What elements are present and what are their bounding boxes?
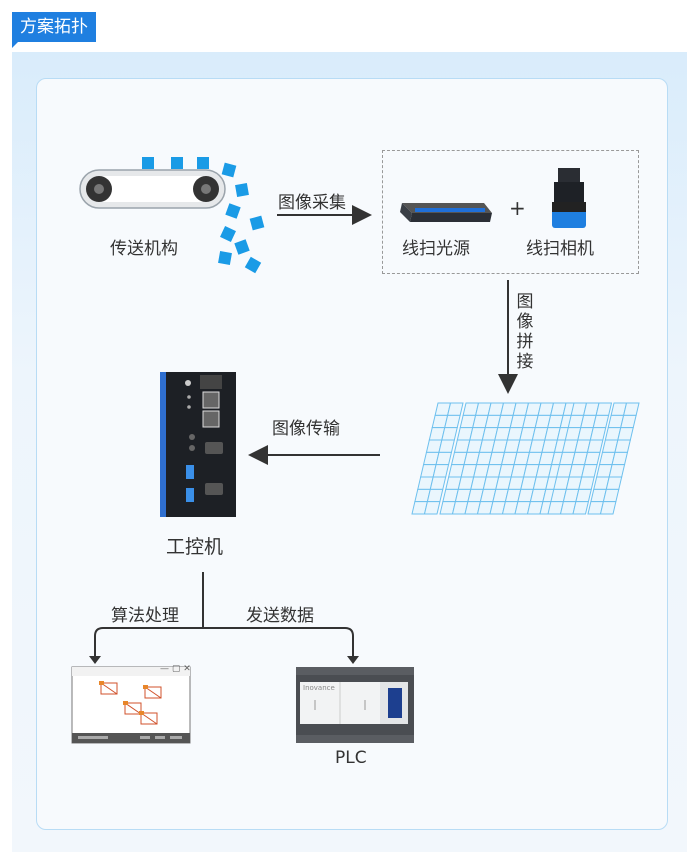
plc-label: PLC xyxy=(335,748,367,768)
line-light-icon xyxy=(400,203,492,222)
software-window-icon xyxy=(71,666,191,744)
grid-cell xyxy=(611,451,629,466)
product-cubes xyxy=(142,157,265,274)
ipc-label: 工控机 xyxy=(166,536,224,558)
stitch-label: 图像拼接 xyxy=(516,292,534,372)
grid-cell xyxy=(426,488,444,503)
grid-cell xyxy=(446,402,464,416)
plc-icon xyxy=(296,667,414,743)
grid-cell xyxy=(435,451,453,466)
grid-cell xyxy=(441,427,458,441)
grid-cell xyxy=(592,414,610,429)
grid-cell xyxy=(438,439,455,453)
grid-cell xyxy=(575,488,592,503)
line-light-label: 线扫光源 xyxy=(402,239,470,259)
grid-cell xyxy=(614,439,631,453)
algorithm-label: 算法处理 xyxy=(111,606,179,626)
grid-cell xyxy=(586,439,604,453)
conveyor-icon xyxy=(79,169,226,209)
ipc-icon xyxy=(160,372,236,517)
grid-cell xyxy=(602,488,620,503)
algorithm-arrowhead xyxy=(89,656,101,664)
line-camera-label: 线扫相机 xyxy=(526,239,594,259)
grid-cell xyxy=(429,476,447,490)
grid-cell xyxy=(583,451,601,466)
grid-cell xyxy=(432,464,450,478)
grid-cell xyxy=(581,464,598,478)
window-controls: — ▢ ✕ xyxy=(160,664,191,674)
stitched-image-grid xyxy=(411,402,640,515)
section-title: 方案拓扑 xyxy=(12,12,96,48)
plus-sign: + xyxy=(509,196,526,220)
transfer-label: 图像传输 xyxy=(272,419,340,439)
plc-brand: Inovance xyxy=(303,684,335,692)
grid-cell xyxy=(444,414,461,429)
conveyor-label: 传送机构 xyxy=(110,239,178,259)
grid-cell xyxy=(605,476,623,490)
send-label: 发送数据 xyxy=(246,606,314,626)
grid-cell xyxy=(423,501,441,515)
grid-cell xyxy=(608,464,626,478)
grid-cell xyxy=(622,402,640,416)
grid-cell xyxy=(578,476,595,490)
capture-label: 图像采集 xyxy=(278,193,346,213)
send-arrowhead xyxy=(347,656,359,664)
grid-cell xyxy=(617,427,634,441)
grid-cell xyxy=(595,402,613,416)
grid-cell xyxy=(589,427,607,441)
line-camera-icon xyxy=(552,168,586,228)
branch-lines xyxy=(94,572,354,656)
grid-cell xyxy=(620,414,637,429)
acquisition-group-box xyxy=(382,150,639,274)
grid-cell xyxy=(599,501,617,515)
grid-cell xyxy=(572,501,590,515)
